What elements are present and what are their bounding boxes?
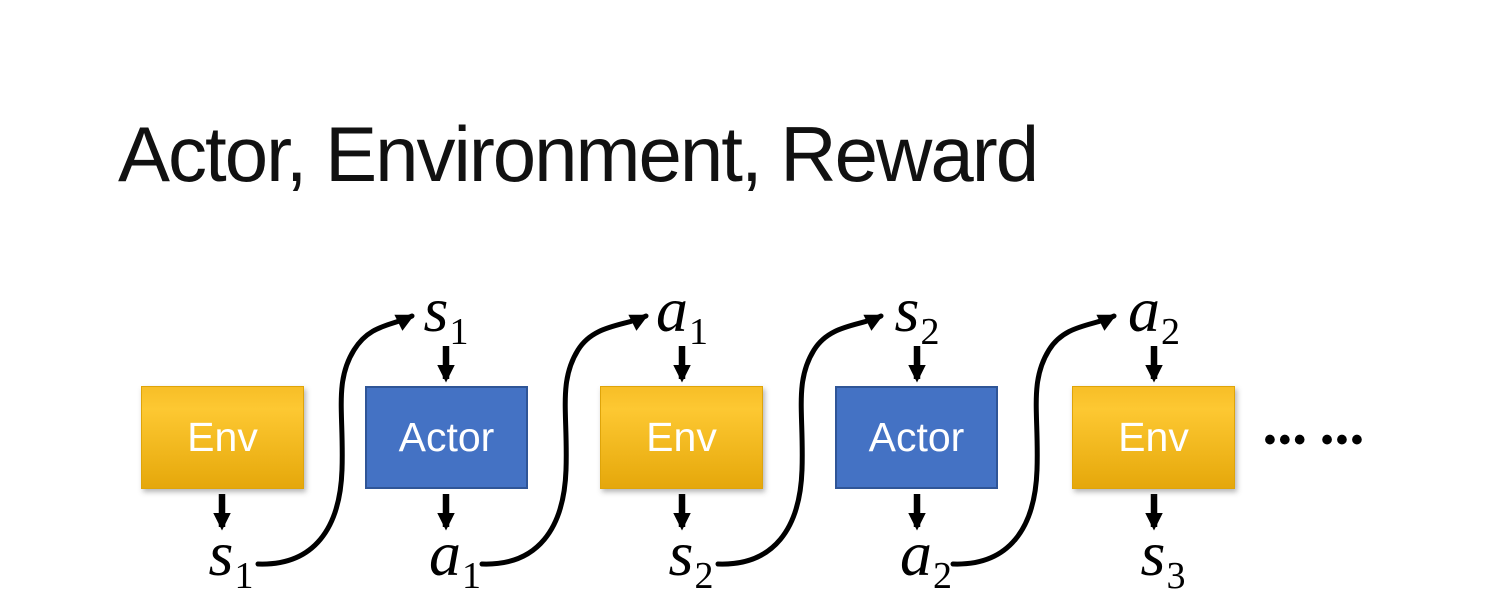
top-label-s1: s1 [423, 274, 469, 353]
bottom-label-a1: a1 [429, 518, 481, 597]
bottom-label-a2: a2 [900, 518, 952, 597]
page-title: Actor, Environment, Reward [118, 110, 1039, 198]
env-box-3: Env [1072, 386, 1235, 489]
bottom-label-s1: s1 [208, 518, 254, 597]
actor-box-2-label: Actor [868, 414, 965, 460]
top-label-a2: a2 [1128, 274, 1180, 353]
env-box-1: Env [141, 386, 304, 489]
env-box-2-label: Env [646, 414, 717, 460]
bottom-label-s3: s3 [1140, 518, 1186, 597]
bottom-label-s2: s2 [668, 518, 714, 597]
env-box-1-label: Env [187, 414, 258, 460]
actor-box-1: Actor [365, 386, 528, 489]
env-box-2: Env [600, 386, 763, 489]
actor-box-1-label: Actor [398, 414, 495, 460]
top-label-a1: a1 [656, 274, 708, 353]
ellipsis-dots: ••• ••• [1264, 421, 1366, 459]
actor-box-2: Actor [835, 386, 998, 489]
top-label-s2: s2 [894, 274, 940, 353]
env-box-3-label: Env [1118, 414, 1189, 460]
